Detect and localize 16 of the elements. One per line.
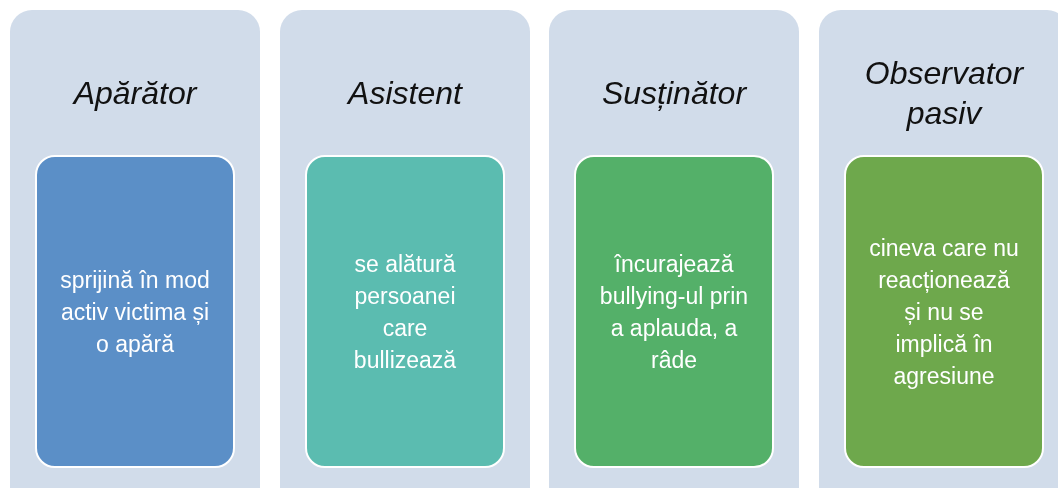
description-box xyxy=(844,155,1044,468)
description-text: sprijină în mod activ victima și o apără xyxy=(60,265,210,359)
description-box xyxy=(305,155,505,468)
category-panel xyxy=(280,10,530,488)
category-panel xyxy=(549,10,799,488)
category-title: Asistent xyxy=(345,73,464,113)
category-title: Observator pasiv xyxy=(863,53,1025,133)
category-title: Apărător xyxy=(71,73,199,113)
description-text: încurajează bullying-ul prin a aplauda, a râde xyxy=(599,249,749,375)
category-panel xyxy=(10,10,260,488)
description-text: se alătură persoanei care bullizează xyxy=(352,249,458,375)
description-box xyxy=(35,155,235,468)
category-panel xyxy=(819,10,1058,488)
category-title: Susținător xyxy=(600,73,748,113)
description-box xyxy=(574,155,774,468)
description-text: cineva care nu reacționează și nu se implică în agresiune xyxy=(869,233,1019,391)
